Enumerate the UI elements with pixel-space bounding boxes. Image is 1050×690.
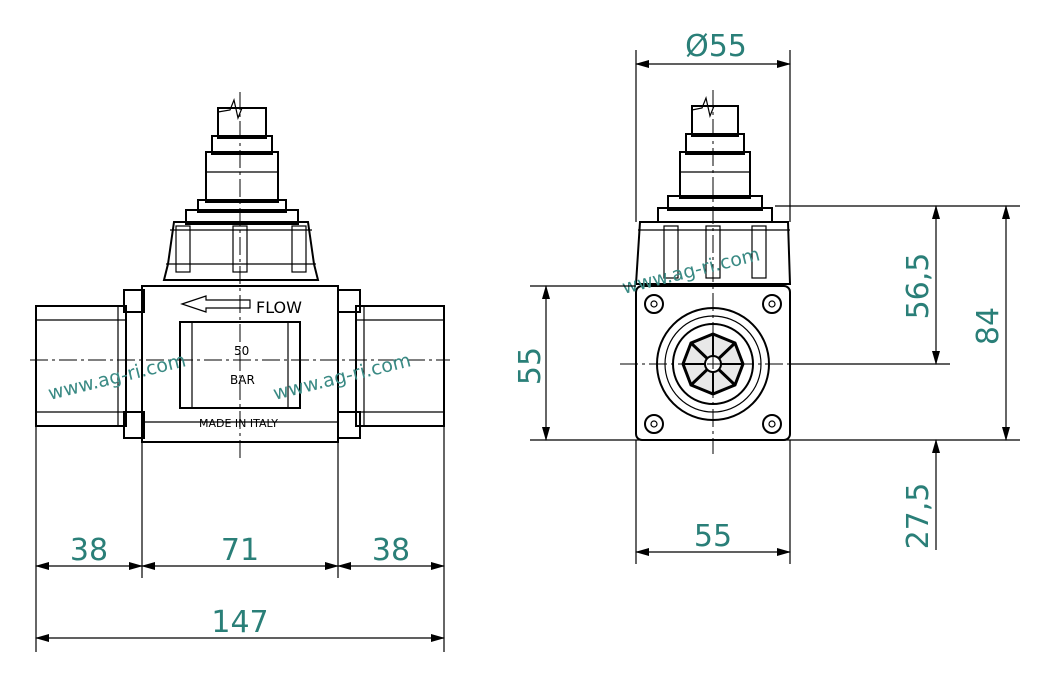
bolt-icon (123, 289, 145, 313)
dim-right-port: 38 (372, 533, 410, 568)
watermark-left: www.ag-ri.com (46, 349, 188, 405)
dim-left-port: 38 (70, 533, 108, 568)
break-line-icon (217, 97, 266, 121)
screw-icon (762, 294, 782, 314)
side-stem-collar (657, 95, 773, 223)
dim-total-length: 147 (211, 605, 268, 640)
watermark-right: www.ag-ri.com (271, 349, 413, 405)
pressure-unit: BAR (230, 373, 255, 387)
made-in-label: MADE IN ITALY (199, 417, 278, 430)
screw-icon (644, 294, 664, 314)
dim-upper-height: 56,5 (901, 253, 936, 320)
bolt-icon (337, 289, 361, 313)
flow-arrow-icon (180, 295, 251, 313)
dim-total-height: 84 (971, 307, 1006, 345)
pink-cap (162, 221, 320, 281)
screw-icon (762, 414, 782, 434)
dim-body-width: 71 (221, 533, 259, 568)
front-view: FLOW 50 BAR MADE IN ITALY www.ag (30, 92, 450, 652)
right-port (355, 305, 445, 427)
bolt-icon (337, 411, 361, 439)
stem-collar (185, 97, 299, 225)
valve-body: FLOW 50 BAR MADE IN ITALY (123, 285, 361, 443)
side-break-line-icon (691, 95, 738, 119)
side-view: www.ag-ri.com Ø55 55 55 56,5 84 27,5 (513, 29, 1020, 564)
dim-diameter: Ø55 (685, 29, 747, 64)
left-port (35, 305, 127, 427)
side-watermark: www.ag-ri.com (620, 243, 762, 299)
dim-lower-height: 27,5 (901, 483, 936, 550)
bolt-icon (123, 411, 145, 439)
pressure-value: 50 (234, 344, 249, 358)
dim-side-height: 55 (513, 347, 548, 385)
flow-label: FLOW (256, 298, 302, 317)
screw-icon (644, 414, 664, 434)
dim-side-width: 55 (694, 519, 732, 554)
